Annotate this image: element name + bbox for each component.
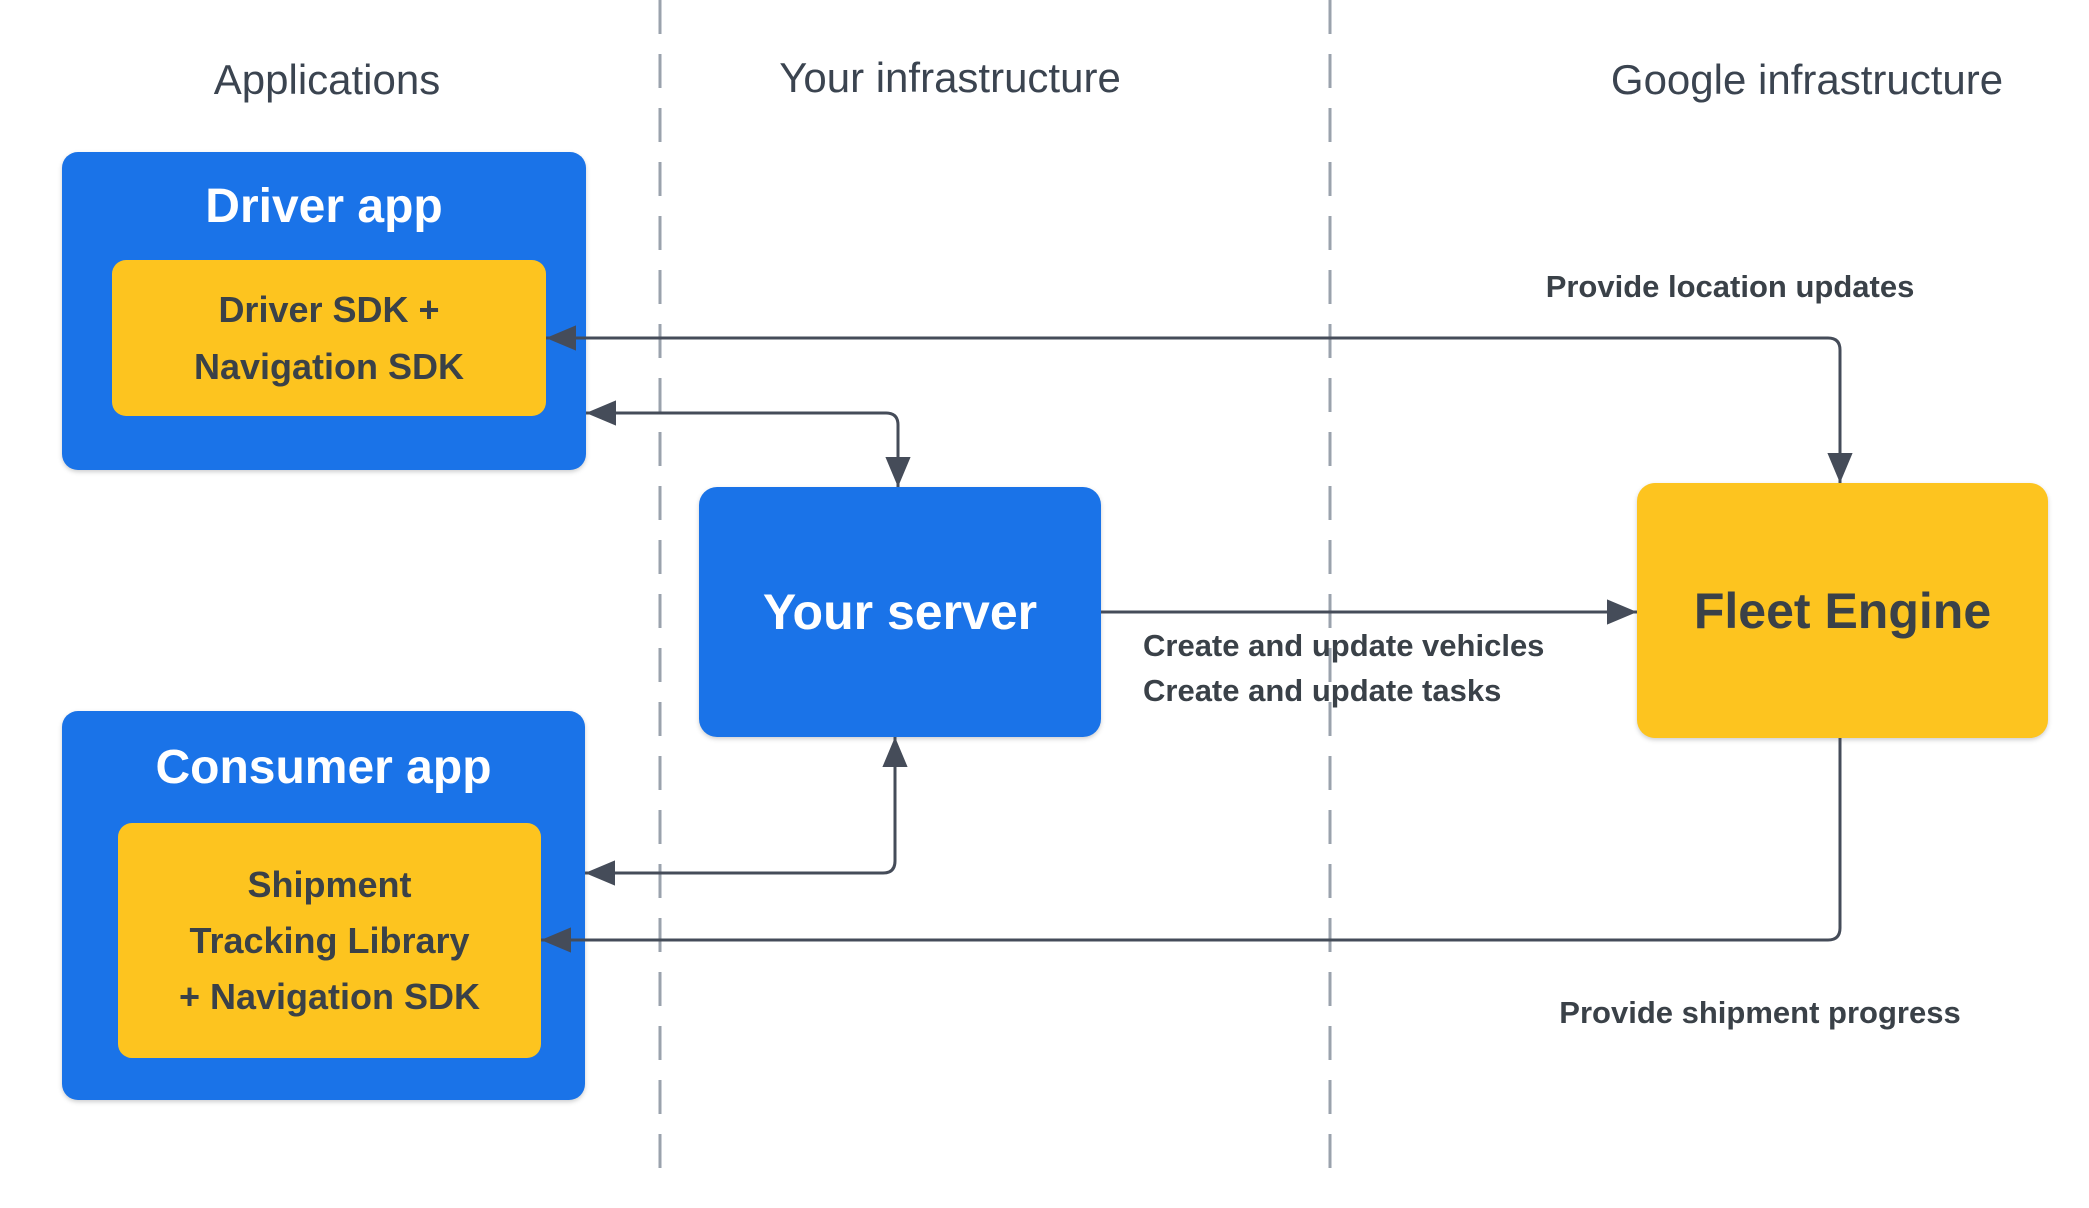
connector-shipment-progress xyxy=(541,738,1842,953)
node-fleet-engine: Fleet Engine xyxy=(1637,483,2048,738)
driver-app-title: Driver app xyxy=(205,179,443,233)
driver-sdk-label-line1: Driver SDK + xyxy=(218,289,440,330)
node-consumer-app: Consumer app Shipment Tracking Library +… xyxy=(62,711,585,1100)
column-header-google-infrastructure: Google infrastructure xyxy=(1610,56,2004,103)
node-your-server: Your server xyxy=(699,487,1101,737)
column-header-applications: Applications xyxy=(213,56,441,103)
connector-driver-app-your-server xyxy=(586,400,911,487)
your-server-title: Your server xyxy=(762,584,1038,640)
shipment-lib-label-line1: Shipment xyxy=(247,863,412,905)
connector-location-updates xyxy=(546,325,1853,483)
shipment-lib-label-line3: + Navigation SDK xyxy=(178,975,481,1017)
edge-label-provide-location-updates: Provide location updates xyxy=(1545,269,1915,304)
edge-label-create-update-vehicles: Create and update vehicles xyxy=(1143,628,1545,663)
node-shipment-tracking-library: Shipment Tracking Library + Navigation S… xyxy=(118,823,541,1058)
connector-consumer-app-your-server xyxy=(585,737,908,886)
edge-label-create-update: Create and update vehicles Create and up… xyxy=(1143,623,1544,713)
column-header-your-infrastructure: Your infrastructure xyxy=(779,54,1121,101)
consumer-app-title: Consumer app xyxy=(155,740,492,794)
node-driver-app: Driver app Driver SDK + Navigation SDK xyxy=(62,152,586,470)
node-driver-sdk: Driver SDK + Navigation SDK xyxy=(112,260,546,416)
driver-sdk-label-line2: Navigation SDK xyxy=(193,346,465,387)
edge-label-create-update-tasks: Create and update tasks xyxy=(1143,673,1502,708)
shipment-lib-label-line2: Tracking Library xyxy=(189,919,470,961)
edge-label-provide-shipment-progress: Provide shipment progress xyxy=(1559,995,1961,1030)
fleet-engine-title: Fleet Engine xyxy=(1693,582,1992,639)
